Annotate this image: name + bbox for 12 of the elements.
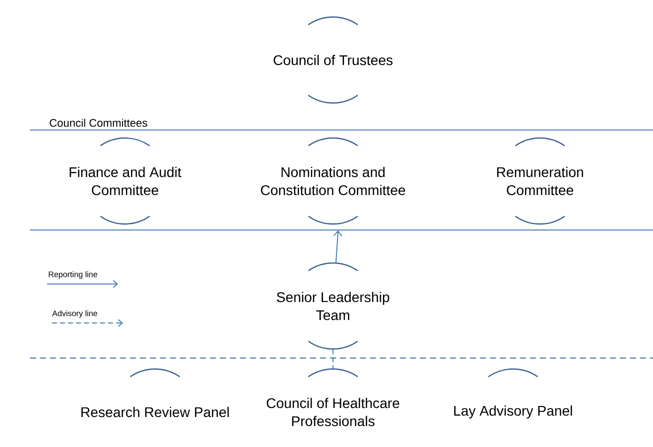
node-label: Council of Healthcare Professionals	[266, 398, 400, 426]
connector-line	[332, 348, 334, 370]
legend-item: Advisory line	[52, 310, 123, 327]
node-label: Remuneration Committee	[497, 166, 584, 196]
node-label: Lay Advisory Panel	[454, 405, 572, 419]
node-label: Council of Trustees	[274, 54, 393, 66]
arrow	[333, 230, 342, 264]
node-label: Research Review Panel	[81, 406, 229, 418]
node-label: Senior Leadership Team	[276, 292, 390, 320]
legend-item: Reporting line	[46, 271, 118, 288]
node-label: Finance and Audit Committee	[70, 166, 182, 196]
node-label: Nominations and Constitution Committee	[260, 166, 406, 196]
